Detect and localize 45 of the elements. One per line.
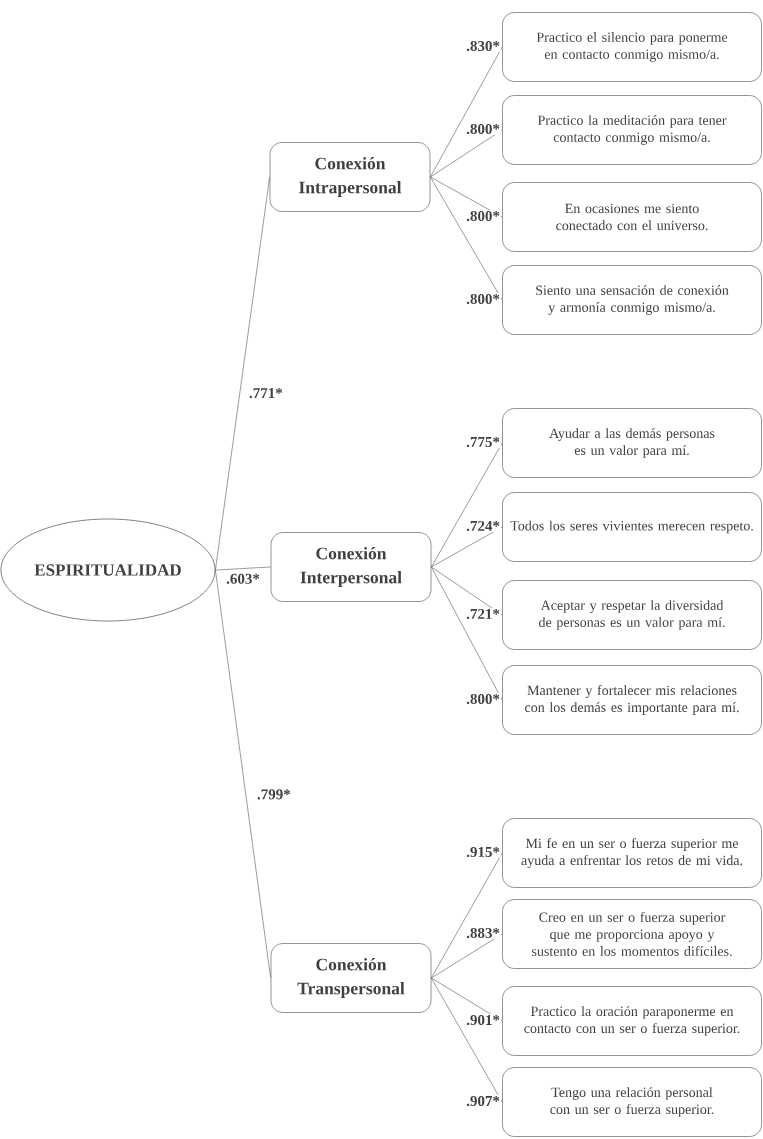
connector-line (431, 977, 503, 1022)
connector-line (215, 569, 271, 979)
connector-line (215, 176, 270, 571)
item-box: Mi fe en un ser o fuerza superior me ayuda a enfrentar los retos de mi vida. (502, 818, 762, 888)
edge-label: .830* (465, 39, 501, 53)
edge-label: .771* (248, 387, 284, 400)
connector-line (431, 442, 503, 568)
edge-label: .800* (465, 209, 501, 223)
item-box: Practico el silencio para ponerme en contacto conmigo mismo/a. (502, 12, 762, 82)
item-box: Tengo una relación personal con un ser o fuerza superior. (502, 1067, 762, 1137)
item-box: Todos los seres vivientes merecen respeto. (502, 492, 762, 562)
connector-line (431, 933, 503, 979)
edge-label: .800* (465, 292, 501, 306)
item-box: Mantener y fortalecer mis relaciones con los demás es importante para mí. (502, 665, 762, 735)
item-box: En ocasiones me siento conectado con el universo. (502, 182, 762, 252)
connector-line (430, 176, 503, 301)
item-box: Siento una sensación de conexión y armonía conmigo mismo/a. (502, 265, 762, 335)
connector-line (431, 526, 503, 568)
factor-box: Conexión Intrapersonal (269, 142, 431, 212)
edge-label: .800* (465, 692, 501, 706)
connector-line (431, 566, 503, 701)
connector-line (431, 852, 503, 979)
connector-line (430, 46, 503, 178)
edge-label: .883* (465, 926, 501, 940)
edge-label: .799* (256, 788, 292, 801)
item-box: Practico la meditación para tener contacto conmigo mismo/a. (502, 95, 762, 165)
item-box: Ayudar a las demás personas es un valor para mí. (502, 408, 762, 478)
edge-label: .775* (465, 435, 501, 449)
connector-line (430, 176, 503, 218)
edge-label: .915* (465, 845, 501, 859)
edge-label: .800* (465, 122, 501, 136)
connector-line (430, 129, 503, 178)
edge-label: .907* (465, 1094, 501, 1108)
item-box: Creo en un ser o fuerza superior que me proporciona apoyo y sustento en los momentos difíciles. (502, 899, 762, 969)
connector-line (431, 566, 503, 616)
factor-box: Conexión Transpersonal (270, 943, 432, 1013)
edge-label: .724* (465, 519, 501, 533)
edge-label: .901* (465, 1013, 501, 1027)
connector-line (431, 977, 503, 1103)
factor-box: Conexión Interpersonal (270, 532, 432, 602)
item-box: Aceptar y respetar la diversidad de personas es un valor para mí. (502, 580, 762, 650)
edge-label: .721* (465, 607, 501, 621)
item-box: Practico la oración paraponerme en contacto con un ser o fuerza superior. (502, 986, 762, 1056)
edge-label: .603* (225, 572, 261, 585)
connector-line (215, 566, 271, 571)
